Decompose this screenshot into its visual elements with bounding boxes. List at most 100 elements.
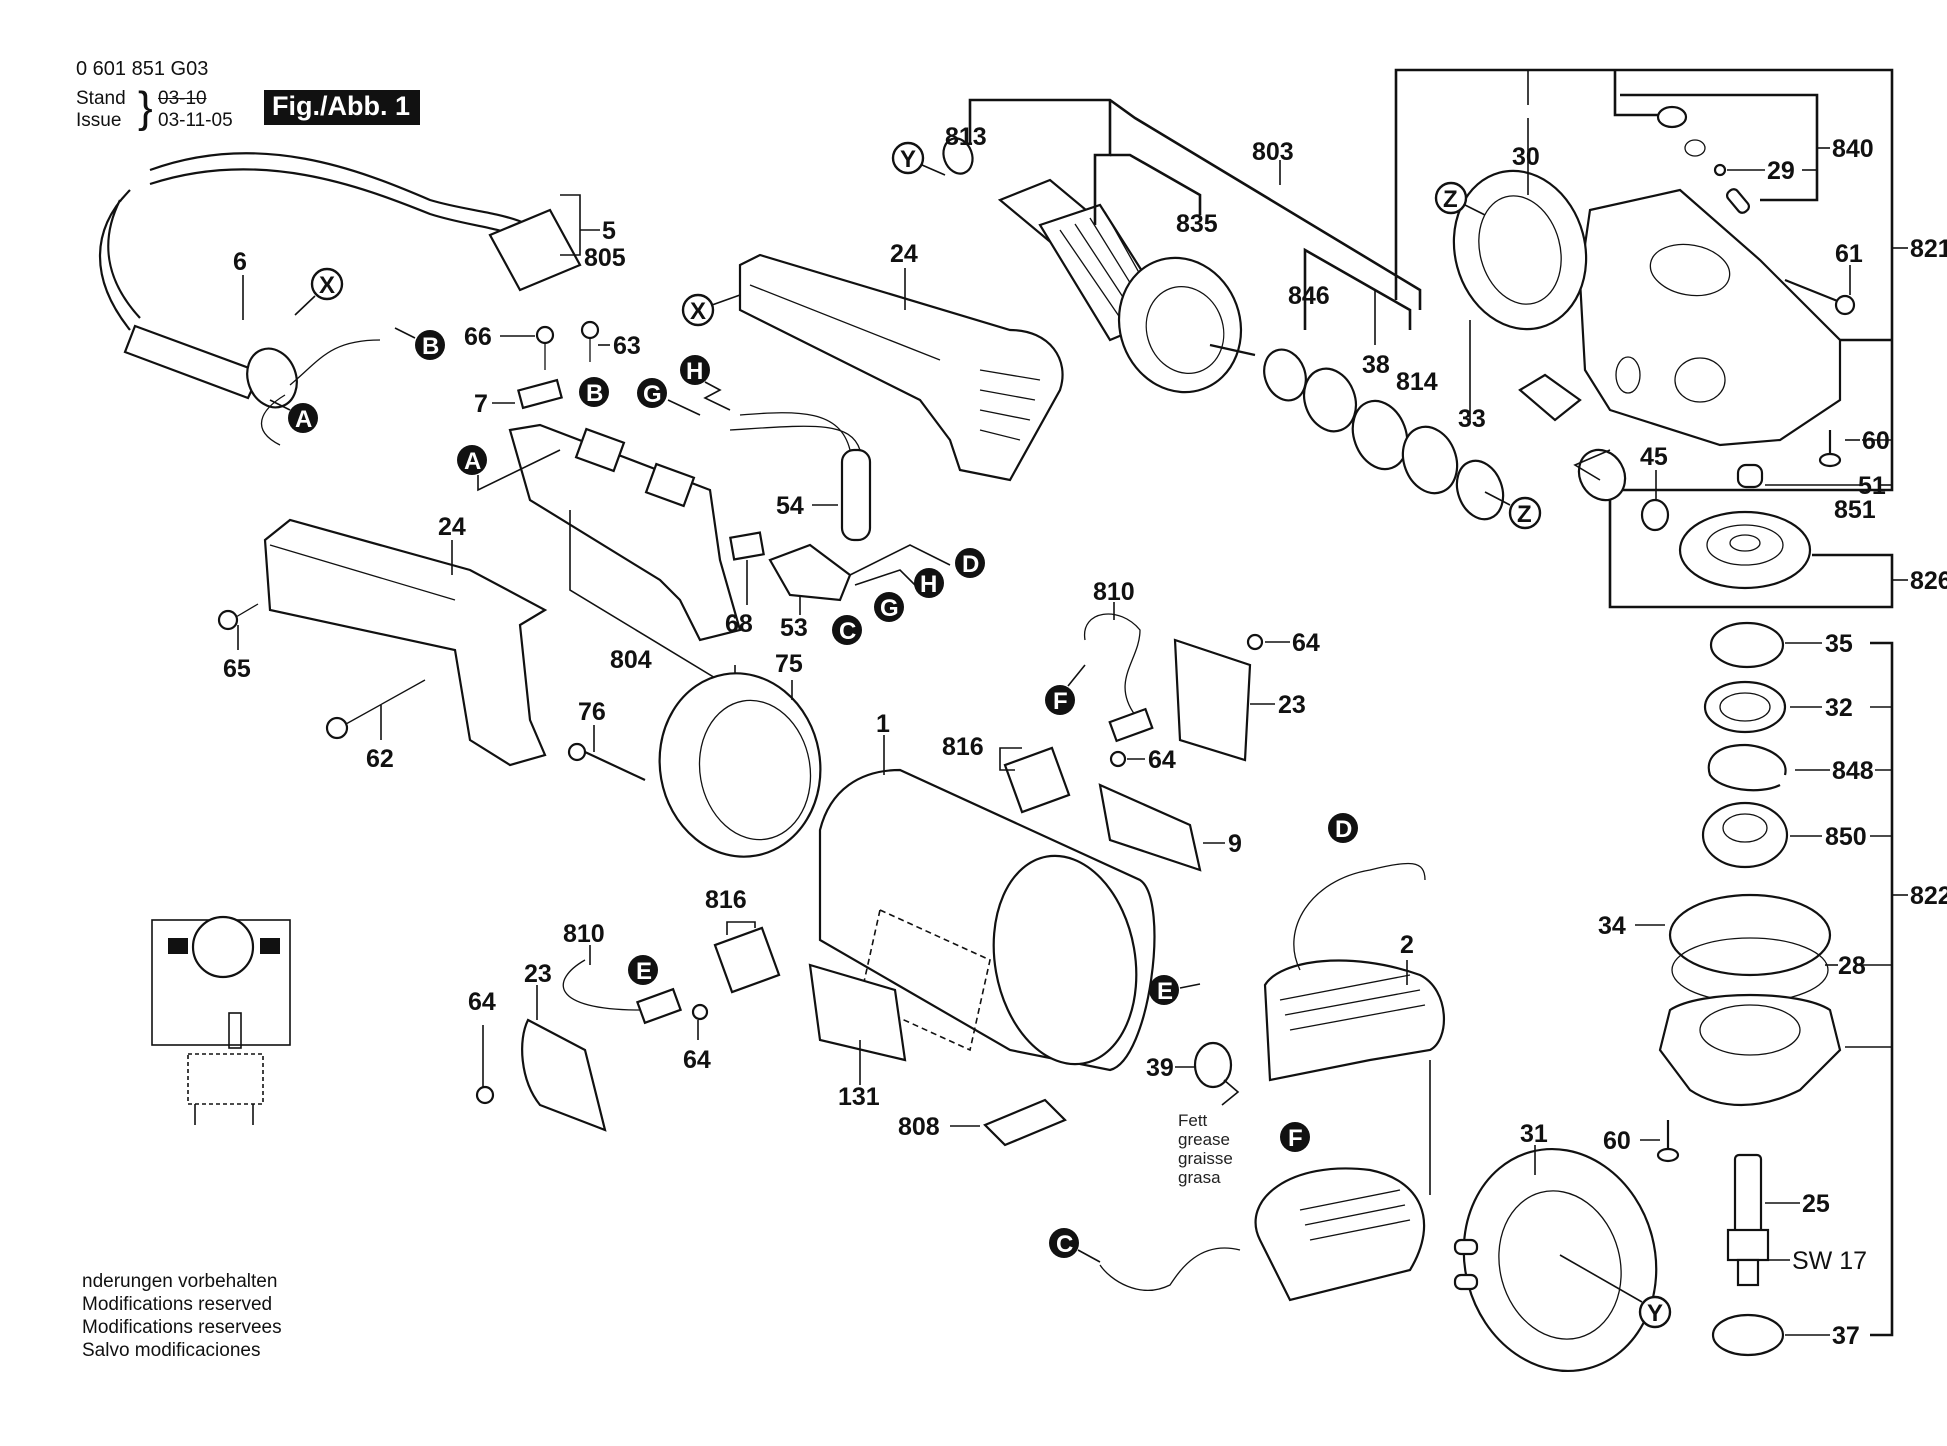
brush-810-upper [1108,707,1154,743]
bracket-816-upper [999,747,1022,771]
svg-text:C: C [839,618,856,645]
svg-text:H: H [920,571,937,598]
part-label-31: 31 [1520,1120,1548,1148]
part-label-53: 53 [780,614,808,642]
part-label-23-lower: 23 [524,960,552,988]
bearing-850-inner [1722,813,1768,843]
connector-ref-C1: C [832,615,862,645]
svg-text:B: B [586,380,603,407]
screw-64-c [475,1085,495,1105]
bracket-816-lower [726,921,756,935]
brush-810-lower [635,987,683,1025]
notice-line-en: Modifications reserved [82,1294,273,1315]
connector-ref-F1: F [1045,685,1075,715]
part-label-810-lower: 810 [563,920,605,948]
cap-840 [1656,105,1688,129]
part-label-60-bottom: 60 [1603,1127,1631,1155]
old-date: 03-10 [158,88,207,109]
connector-ref-D1: D [955,548,985,578]
svg-text:Y: Y [1647,1300,1663,1327]
part-label-30: 30 [1512,143,1540,171]
svg-text:E: E [1157,978,1173,1005]
connector-ref-G1: G [637,378,667,408]
bracket-803 [968,98,1422,310]
felt-33 [1518,373,1582,422]
part-label-51: 51 [1858,472,1886,500]
motor-housing-1 [818,768,1156,1072]
part-label-32: 32 [1825,694,1853,722]
pin-840 [1725,188,1751,214]
brush-holder-816-lower [713,926,781,994]
svg-text:Y: Y [900,146,916,173]
svg-text:G: G [643,381,662,408]
connector-ref-E2: E [1149,975,1179,1005]
bearing-813 [942,137,974,175]
plate-7 [517,378,563,410]
bracket-821-top [1394,68,1894,492]
screw-62 [325,679,426,740]
part-53 [768,543,852,602]
svg-text:B: B [422,333,439,360]
part-label-75: 75 [775,650,803,678]
part-label-6: 6 [233,248,247,276]
stand-issue-labels: Stand Issue [76,88,126,132]
part-label-131: 131 [838,1083,880,1111]
gear-housing [1578,188,1842,447]
field-coil-2 [1099,862,1446,1302]
part-label-9: 9 [1228,830,1242,858]
label-9 [1098,783,1202,872]
power-cord [98,152,582,446]
leader-G1 [667,399,701,416]
part-label-39: 39 [1146,1054,1174,1082]
part-label-816-lower: 816 [705,886,747,914]
label-131 [808,963,907,1062]
seal-33 [1455,459,1505,521]
part-label-805: 805 [584,244,626,272]
part-label-33: 33 [1458,405,1486,433]
connector-ref-A1: A [288,403,318,433]
seal-32-inner [1719,692,1771,722]
bearing-850 [1701,801,1789,869]
part-label-1: 1 [876,710,890,738]
pinion [1577,448,1627,502]
screw-64-d [691,1003,709,1021]
spindle-25 [1726,1153,1770,1287]
sleeve-51 [1736,463,1764,489]
part-label-35: 35 [1825,630,1853,658]
part-label-45: 45 [1640,443,1668,471]
leader-H1 [703,381,731,411]
svg-text:Z: Z [1517,501,1532,528]
connector-ref-Y1: Y [891,141,925,175]
part-label-28: 28 [1838,952,1866,980]
bracket-826 [1608,500,1894,609]
screw-61 [1784,278,1856,316]
part-label-835: 835 [1176,210,1218,238]
clamp-34 [1668,893,1832,977]
bracket-5-805 [560,194,581,256]
leader-C2 [1077,1249,1101,1263]
document-number: 0 601 851 G03 [76,58,209,80]
part-label-7: 7 [474,390,488,418]
connector-ref-H2: H [914,568,944,598]
part-label-850: 850 [1825,823,1867,851]
part-label-64-c: 64 [468,988,496,1016]
svg-text:E: E [636,958,652,985]
brush-holder-816-upper [1003,746,1071,814]
screw-60-bottom [1656,1120,1680,1163]
part-label-851: 851 [1834,496,1876,524]
part-label-804: 804 [610,646,652,674]
part-label-826: 826 [1910,567,1947,595]
connector-ref-B2: B [579,377,609,407]
leader-B1 [394,327,416,339]
connector-ref-G2: G [874,592,904,622]
leader-A2 [477,449,561,492]
svg-text:C: C [1056,1231,1073,1258]
screw-63 [580,320,600,362]
notice-line-es: Salvo modificaciones [82,1340,261,1361]
spring-840 [1684,139,1706,157]
svg-text:F: F [1288,1125,1303,1152]
connector-ref-Y2: Y [1638,1295,1672,1329]
bearing-814 [1401,425,1459,495]
bracket-822 [1870,641,1894,1337]
